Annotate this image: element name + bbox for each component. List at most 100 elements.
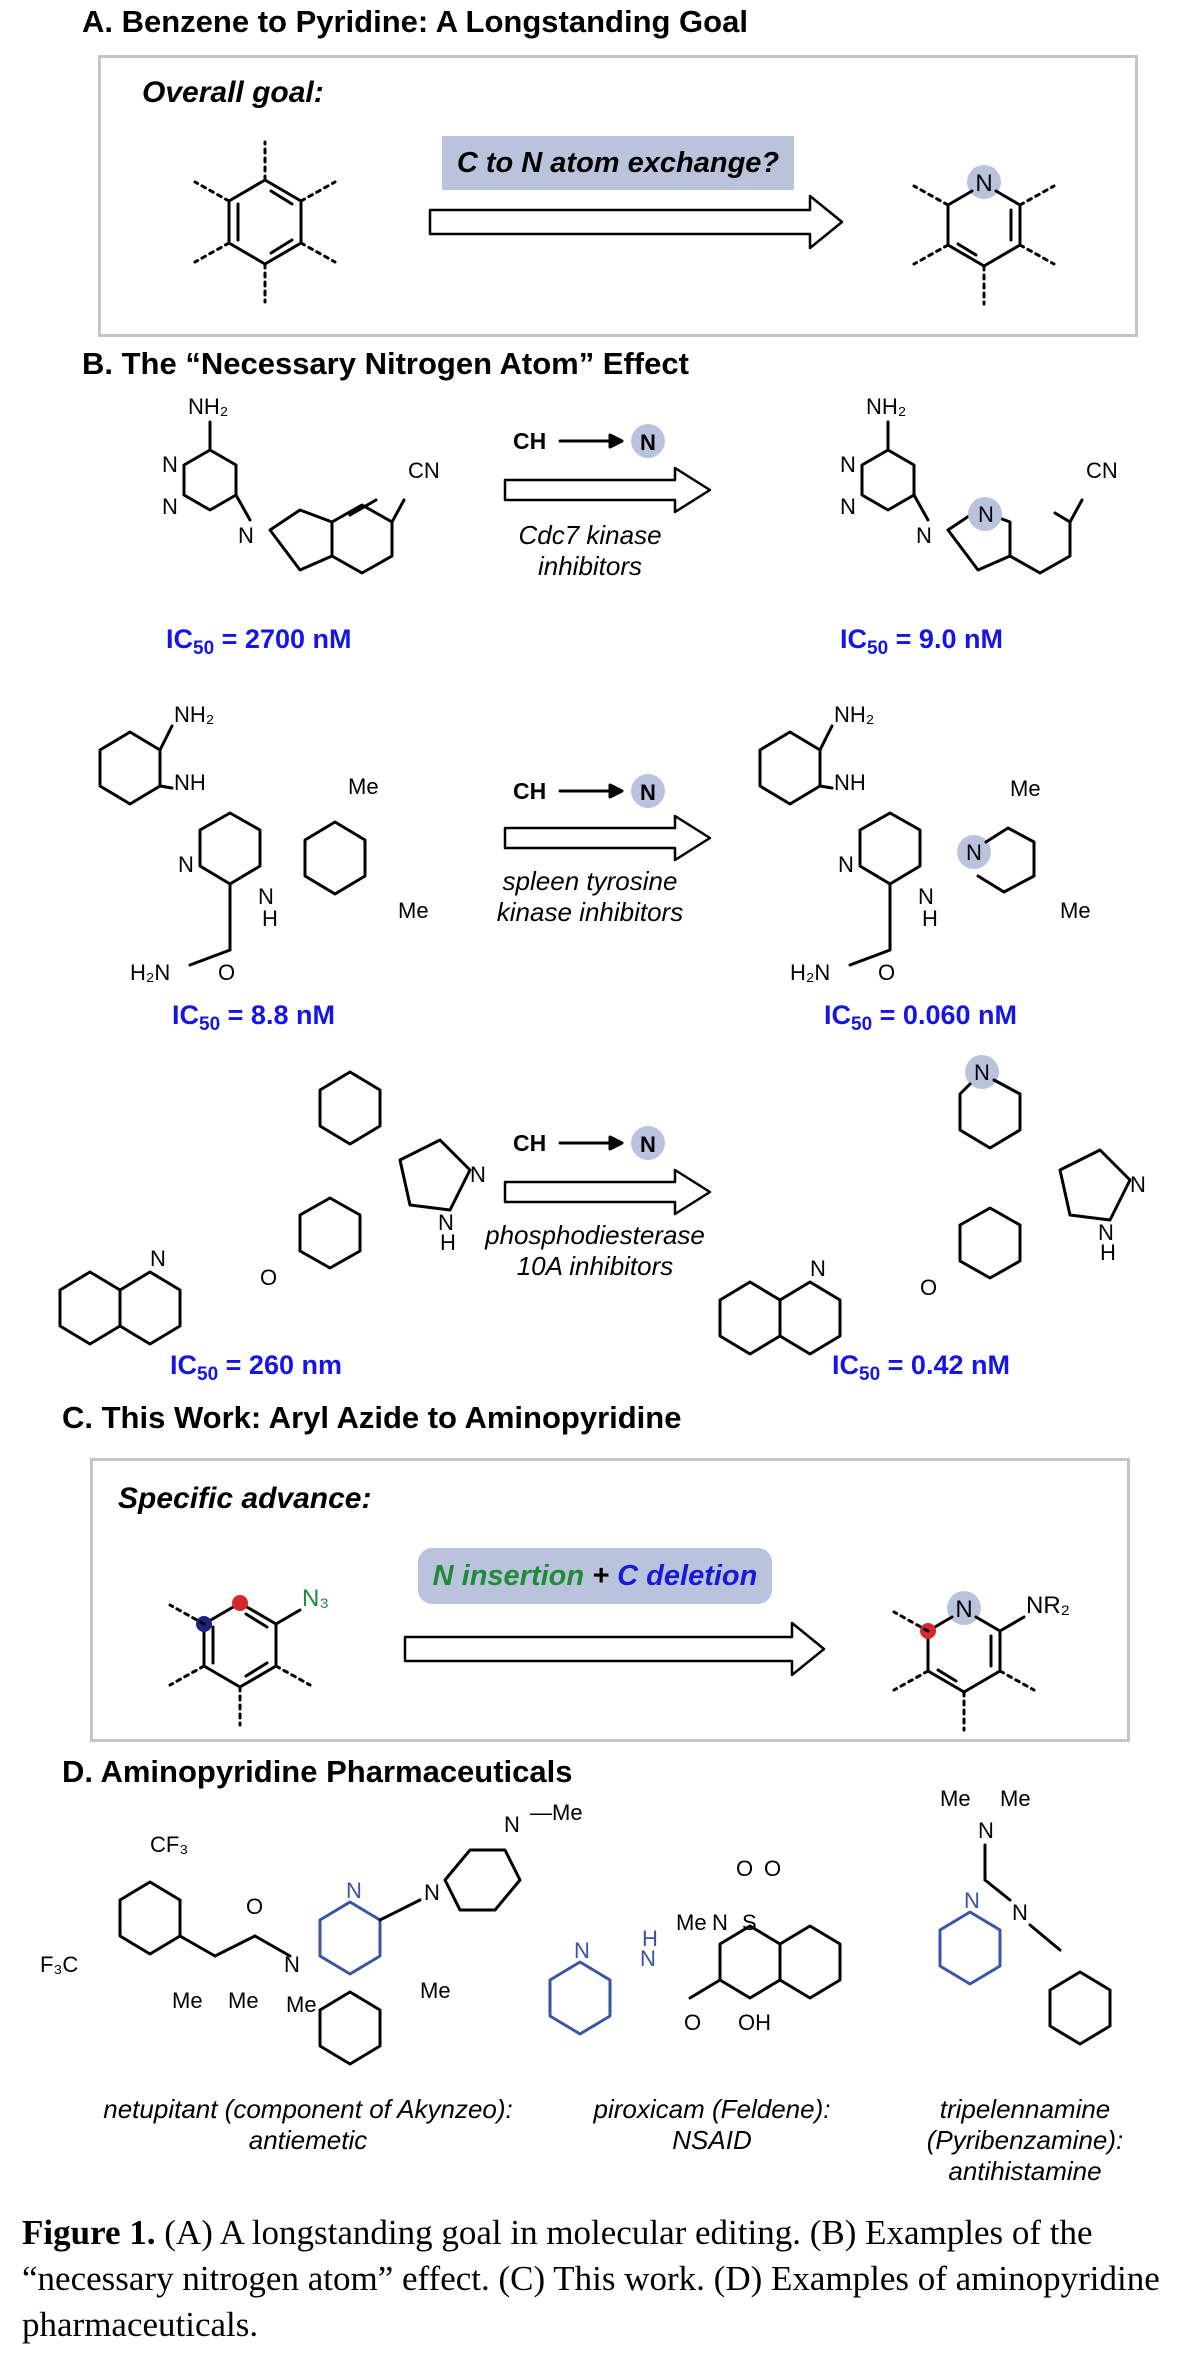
- section-c-arrow: [403, 1621, 826, 1677]
- svg-text:N: N: [974, 1060, 990, 1085]
- svg-text:Me: Me: [1010, 776, 1041, 801]
- section-a-goal-label: Overall goal:: [142, 76, 324, 109]
- svg-text:N: N: [162, 452, 178, 477]
- svg-text:N: N: [640, 430, 656, 455]
- svg-text:F₃C: F₃C: [40, 1952, 78, 1977]
- svg-text:OH: OH: [738, 2010, 771, 2035]
- piroxicam-caption: piroxicam (Feldene):NSAID: [593, 2094, 831, 2155]
- svg-text:NH₂: NH₂: [866, 394, 906, 419]
- tripelennamine-caption: tripelennamine(Pyribenzamine):antihistam…: [926, 2094, 1124, 2186]
- svg-text:N: N: [918, 884, 934, 909]
- section-b-title: B. The “Necessary Nitrogen Atom” Effect: [82, 346, 689, 381]
- svg-text:N: N: [975, 170, 992, 197]
- svg-text:N: N: [438, 1210, 454, 1235]
- svg-text:N: N: [978, 502, 994, 527]
- svg-text:Me: Me: [940, 1786, 971, 1811]
- svg-text:H: H: [262, 906, 278, 931]
- svg-text:Me: Me: [676, 1910, 707, 1935]
- section-c-box: [90, 1458, 1130, 1742]
- svg-text:CF₃: CF₃: [150, 1832, 188, 1857]
- ch-to-n-arrow-3: N: [558, 1126, 665, 1160]
- ic50-after-2: IC50 = 0.060 nM: [824, 1000, 1017, 1035]
- svg-text:N: N: [258, 884, 274, 909]
- plus-sign: +: [584, 1560, 618, 1592]
- ch-label-3: CH: [513, 1130, 547, 1156]
- svg-text:H: H: [642, 1926, 658, 1951]
- svg-text:NH₂: NH₂: [174, 702, 214, 727]
- svg-text:N: N: [840, 494, 856, 519]
- svg-text:—Me: —Me: [530, 1800, 583, 1825]
- svg-text:N: N: [346, 1878, 362, 1903]
- atom-exchange-pill: C to N atom exchange?: [442, 136, 794, 190]
- svg-text:CN: CN: [408, 458, 440, 483]
- row1-arrow: [503, 466, 712, 514]
- svg-text:N: N: [424, 1880, 440, 1905]
- section-a-arrow: [428, 194, 844, 250]
- svg-text:N: N: [470, 1162, 486, 1187]
- svg-text:N: N: [162, 494, 178, 519]
- svg-text:NH: NH: [834, 770, 866, 795]
- ch-to-n-arrow-2: N: [558, 774, 665, 808]
- cdc7-indole-molecule: NH₂ NN N CN: [162, 394, 440, 575]
- svg-text:NH: NH: [174, 770, 206, 795]
- svg-text:NH₂: NH₂: [834, 702, 874, 727]
- netupitant-caption: netupitant (component of Akynzeo):antiem…: [103, 2094, 513, 2155]
- section-c-title: C. This Work: Aryl Azide to Aminopyridin…: [62, 1400, 682, 1435]
- svg-text:N₃: N₃: [302, 1585, 329, 1612]
- section-a-title: A. Benzene to Pyridine: A Longstanding G…: [82, 4, 748, 39]
- svg-text:CN: CN: [1086, 458, 1118, 483]
- svg-text:N: N: [640, 1132, 656, 1157]
- svg-text:O: O: [246, 1894, 263, 1919]
- svg-text:H₂N: H₂N: [130, 960, 170, 985]
- cdc7-azaindole-molecule: NH₂ NN N N CN: [840, 394, 1118, 575]
- svg-text:N: N: [284, 1952, 300, 1977]
- svg-text:Me: Me: [1000, 1786, 1031, 1811]
- n-insertion-text: N insertion: [432, 1560, 585, 1592]
- svg-text:Me: Me: [1060, 898, 1091, 923]
- section-a-box: [98, 55, 1138, 337]
- section-c-goal-label: Specific advance:: [118, 1482, 372, 1515]
- svg-text:S: S: [742, 1910, 757, 1935]
- svg-text:N: N: [178, 852, 194, 877]
- svg-text:N: N: [712, 1910, 728, 1935]
- svg-text:H: H: [440, 1230, 456, 1255]
- svg-text:O: O: [736, 1856, 753, 1881]
- ch-label-1: CH: [513, 428, 547, 454]
- row3-arrow: [503, 1168, 712, 1216]
- svg-text:N: N: [1130, 1172, 1146, 1197]
- svg-text:H₂N: H₂N: [790, 960, 830, 985]
- ic50-after-1: IC50 = 9.0 nM: [840, 624, 1003, 659]
- svg-text:N: N: [966, 840, 982, 865]
- svg-text:Me: Me: [348, 774, 379, 799]
- svg-text:O: O: [920, 1275, 937, 1300]
- svg-text:N: N: [978, 1818, 994, 1843]
- insertion-deletion-pill: N insertion + C deletion: [418, 1548, 772, 1604]
- benzene-structure: [193, 140, 337, 304]
- svg-text:H: H: [1100, 1240, 1116, 1265]
- ic50-before-2: IC50 = 8.8 nM: [172, 1000, 335, 1035]
- svg-text:Me: Me: [172, 1988, 203, 2013]
- ch-label-2: CH: [513, 778, 547, 804]
- svg-text:N: N: [504, 1812, 520, 1837]
- svg-text:O: O: [684, 2010, 701, 2035]
- svg-text:N: N: [574, 1938, 590, 1963]
- ch-to-n-arrow-1: N: [558, 424, 665, 458]
- svg-text:N: N: [640, 1946, 656, 1971]
- svg-text:NH₂: NH₂: [188, 394, 228, 419]
- svg-text:NR₂: NR₂: [1026, 1592, 1070, 1619]
- svg-text:Me: Me: [398, 898, 429, 923]
- svg-text:H: H: [922, 906, 938, 931]
- svg-text:N: N: [955, 1596, 972, 1623]
- svg-text:O: O: [218, 960, 235, 985]
- svg-text:N: N: [1012, 1900, 1028, 1925]
- aryl-azide-structure: N₃: [168, 1585, 329, 1727]
- svg-text:N: N: [238, 523, 254, 548]
- svg-text:N: N: [150, 1246, 166, 1271]
